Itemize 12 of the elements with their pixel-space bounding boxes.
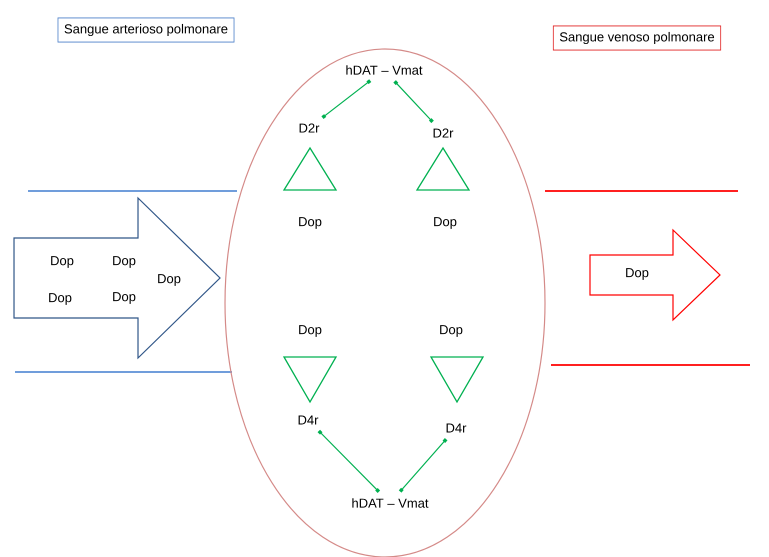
title-box: Sangue venoso polmonare [552,26,722,50]
receptor-label: hDAT – Vmat [352,498,428,508]
title-box: Sangue arterioso polmonare [58,18,234,42]
receptor-label: D2r [300,123,320,133]
dopamine-label: Dop [299,217,322,229]
receptor-label: D2r [434,128,454,138]
receptor-label: hDAT – Vmat [346,65,422,75]
receptor-label: D4r [298,416,318,424]
dopamine-label: Dop [440,325,462,337]
receptor-label: D4r [446,424,466,432]
dopamine-label: Dop [299,325,322,337]
dopamine-label: Dop [434,217,456,229]
